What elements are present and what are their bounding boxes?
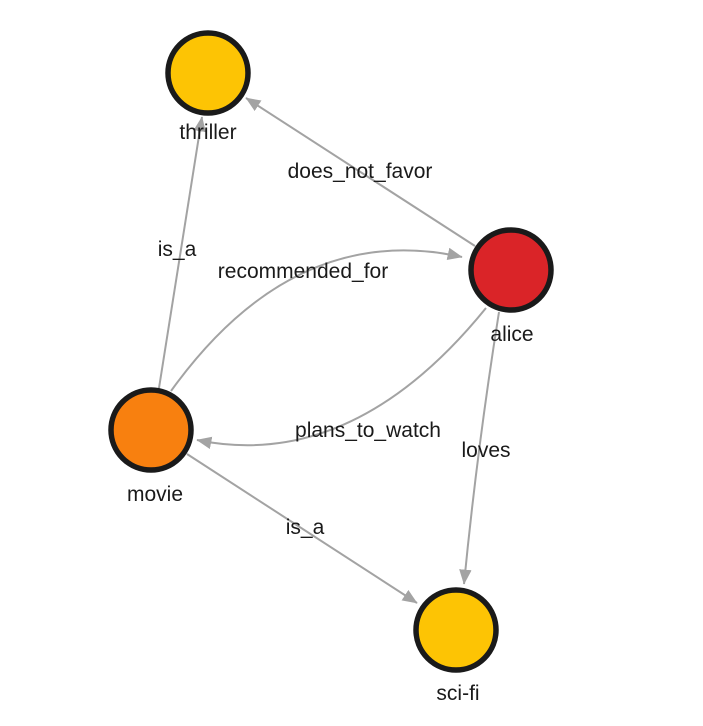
node-thriller[interactable] (165, 30, 251, 116)
edge-labels-layer: is_a does_not_favor recommended_for plan… (158, 160, 511, 539)
node-movie[interactable] (108, 387, 194, 473)
edge-alice-loves-scifi[interactable] (459, 311, 500, 585)
node-alice[interactable] (468, 227, 554, 313)
edge-label-does_not_favor: does_not_favor (288, 160, 433, 183)
edge-movie-recommended_for-alice[interactable] (170, 247, 463, 392)
edge-label-plans_to_watch: plans_to_watch (295, 419, 441, 442)
node-labels-layer: thriller alice movie sci-fi (127, 121, 534, 705)
node-scifi[interactable] (413, 587, 499, 673)
nodes-layer (108, 30, 554, 673)
edges-layer (158, 97, 500, 604)
edge-alice-does_not_favor-thriller[interactable] (245, 97, 476, 247)
edge-label-loves: loves (461, 439, 510, 462)
edge-movie-is_a-thriller[interactable] (158, 116, 206, 389)
node-label-thriller: thriller (179, 121, 236, 144)
edge-label-is_a-top: is_a (158, 238, 197, 261)
edge-label-is_a-bottom: is_a (286, 516, 325, 539)
node-label-scifi: sci-fi (436, 682, 479, 705)
edge-movie-is_a-scifi[interactable] (186, 453, 418, 604)
edge-label-recommended_for: recommended_for (218, 260, 388, 283)
edge-alice-plans_to_watch-movie[interactable] (196, 307, 487, 450)
node-label-alice: alice (490, 323, 533, 346)
node-label-movie: movie (127, 483, 183, 506)
